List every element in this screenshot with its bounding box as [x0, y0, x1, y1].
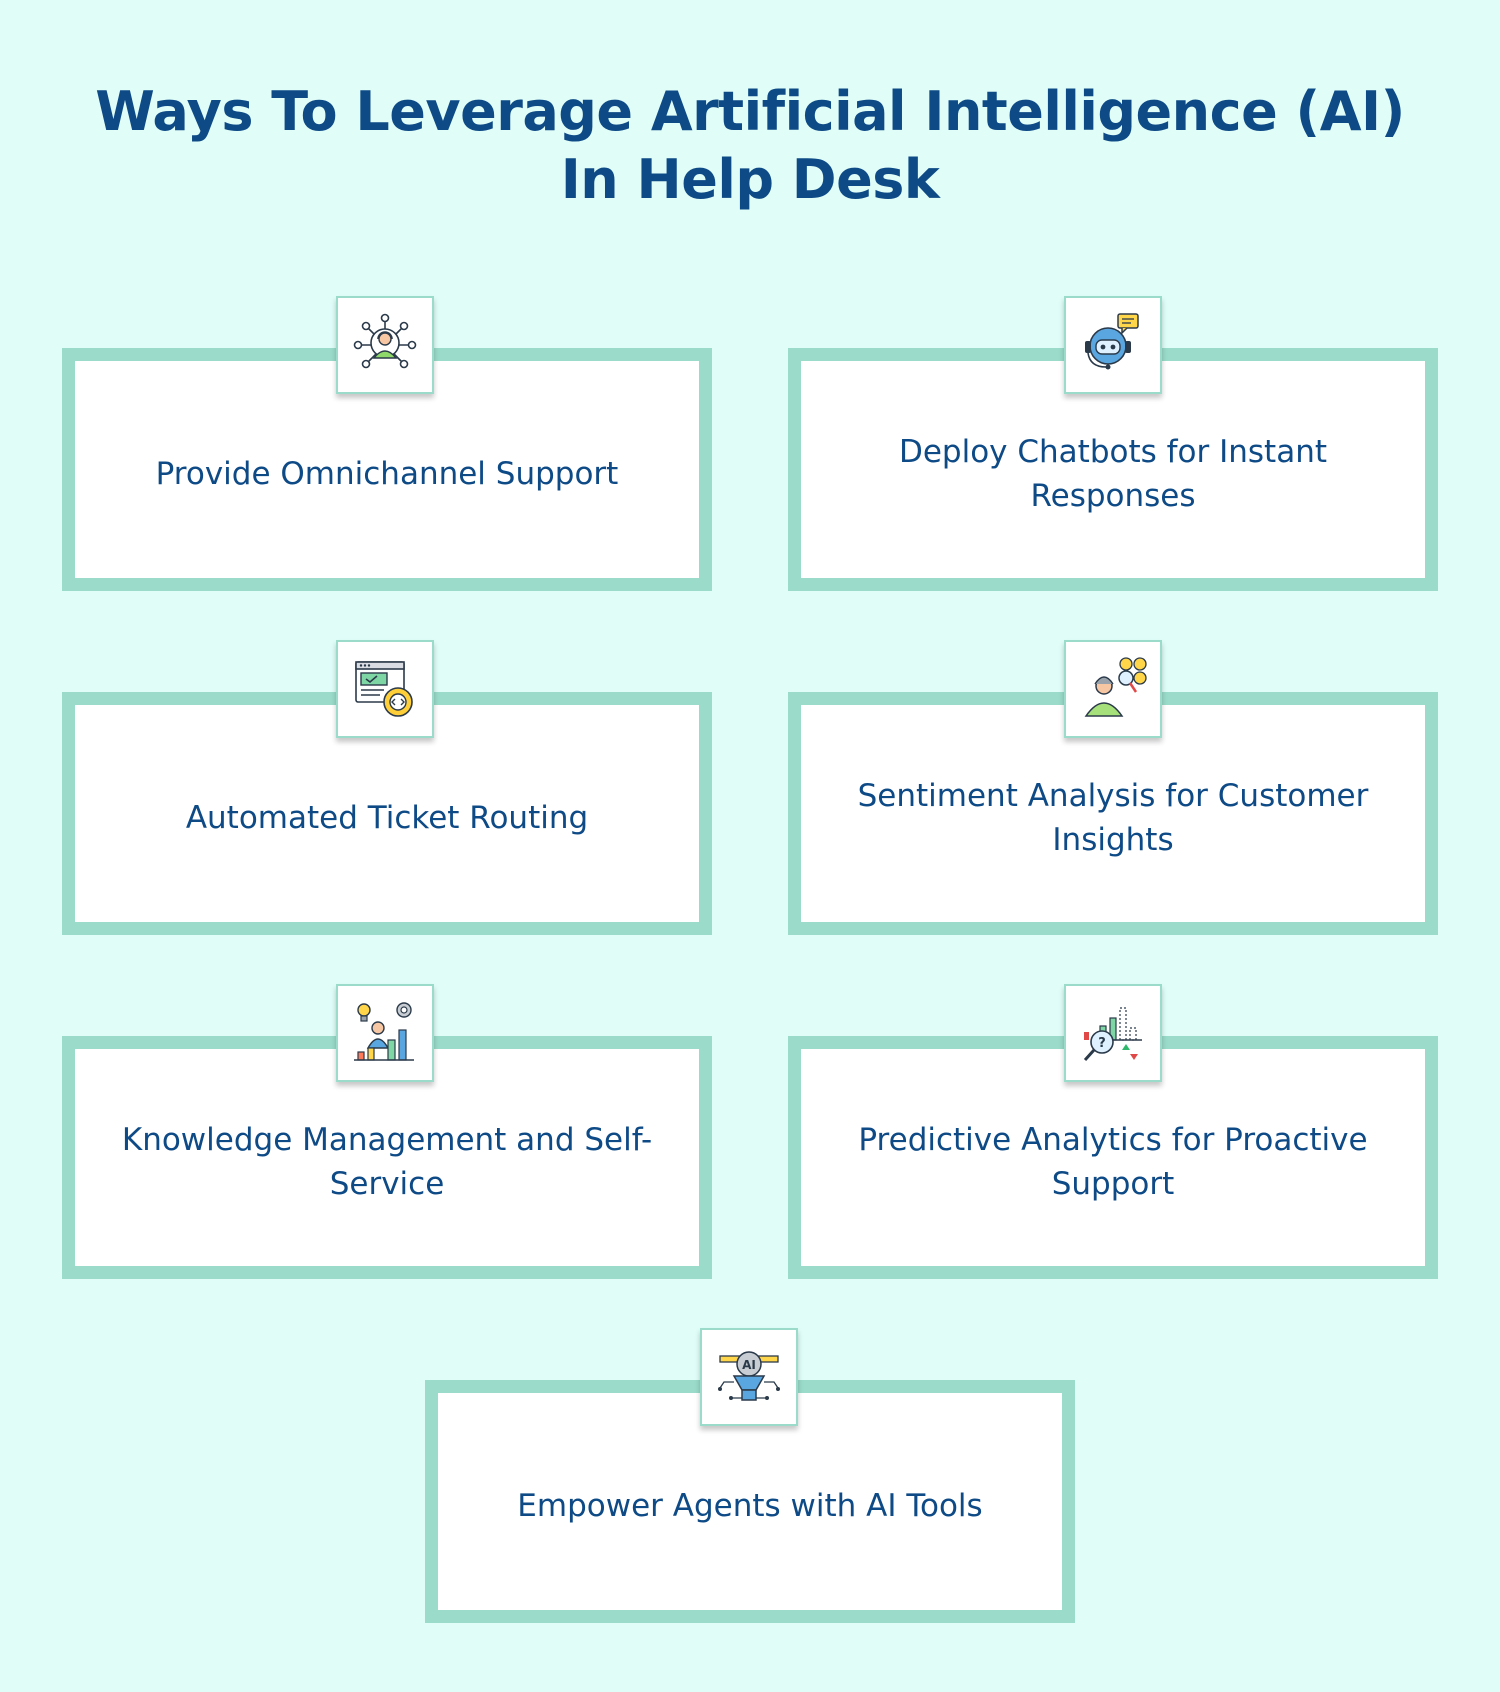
card-label: Knowledge Management and Self-Service [121, 1121, 653, 1202]
omnichannel-support-icon [336, 296, 434, 394]
card-chatbots: Deploy Chatbots for Instant Responses [788, 348, 1438, 591]
card-label: Empower Agents with AI Tools [517, 1487, 983, 1524]
svg-text:AI: AI [742, 1358, 756, 1372]
ai-tools-icon: AI [700, 1328, 798, 1426]
sentiment-analysis-icon [1064, 640, 1162, 738]
page-title: Ways To Leverage Artificial Intelligence… [95, 80, 1405, 211]
knowledge-management-icon [336, 984, 434, 1082]
card-ai-tools: Empower Agents with AI Tools [425, 1380, 1075, 1623]
card-label: Provide Omnichannel Support [155, 455, 619, 492]
card-label: Predictive Analytics for Proactive Suppo… [858, 1121, 1368, 1202]
svg-text:?: ? [1098, 1036, 1106, 1051]
predictive-analytics-icon: ? [1064, 984, 1162, 1082]
card-label: Sentiment Analysis for Customer Insights [857, 777, 1369, 858]
card-label: Automated Ticket Routing [185, 799, 589, 836]
chatbot-icon [1064, 296, 1162, 394]
card-label: Deploy Chatbots for Instant Responses [898, 433, 1328, 514]
ticket-routing-icon [336, 640, 434, 738]
